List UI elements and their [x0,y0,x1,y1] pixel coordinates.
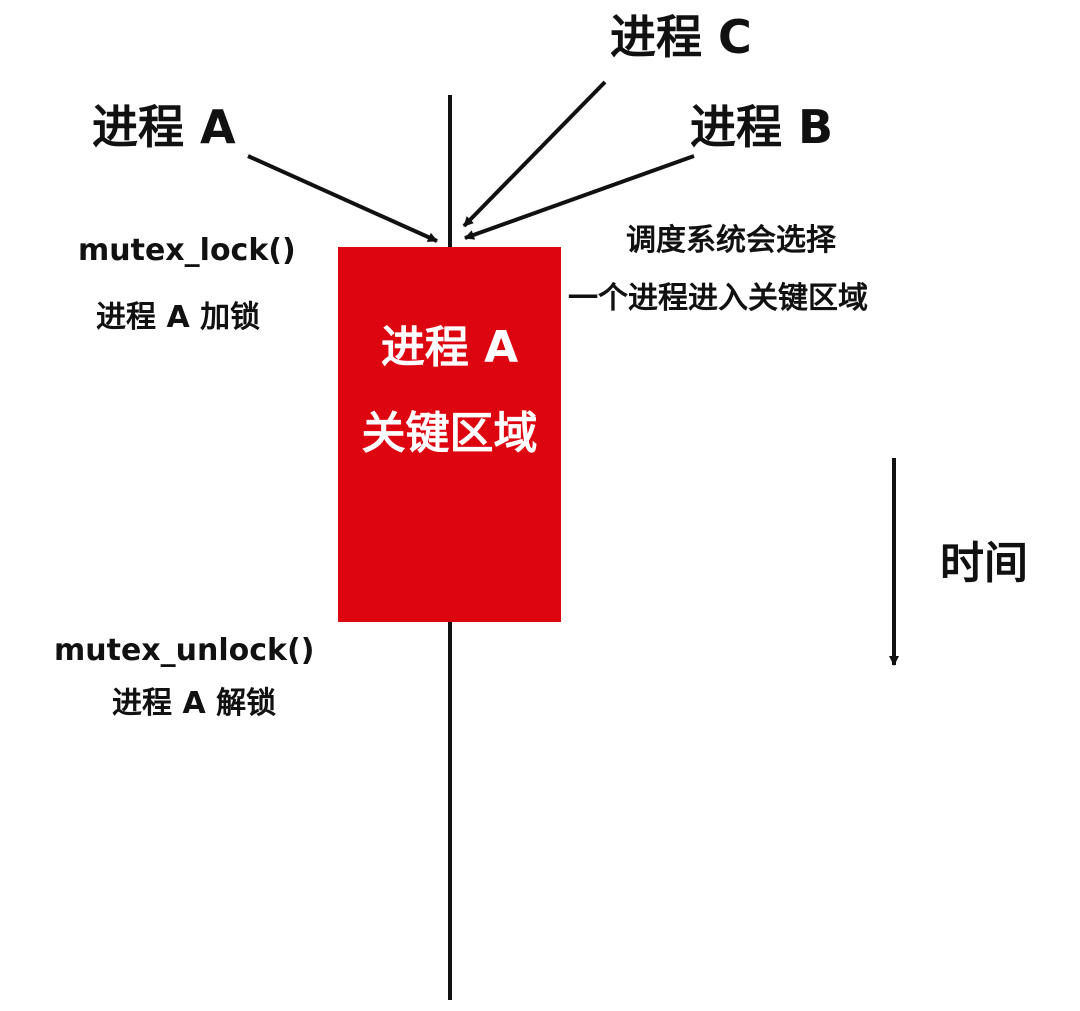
critical-box-process-label: 进程 A [380,322,519,373]
critical-box-section-label: 关键区域 [361,408,538,459]
process-a-arrow [247,154,438,243]
process-c-label: 进程 C [610,10,752,64]
process-b-label: 进程 B [690,100,834,154]
time-label: 时间 [940,538,1028,589]
mutex-lock-call: mutex_lock() [78,233,296,268]
process-c-arrow [462,80,607,228]
scheduler-note-line1: 调度系统会选择 [626,223,836,258]
process-a-label: 进程 A [92,100,236,154]
critical-section-box [338,247,561,622]
unlock-description: 进程 A 解锁 [112,686,277,721]
mutex-unlock-call: mutex_unlock() [54,633,315,668]
lock-description: 进程 A 加锁 [96,300,261,335]
scheduler-note-line2: 一个进程进入关键区域 [568,281,868,316]
process-b-arrow [464,154,695,240]
